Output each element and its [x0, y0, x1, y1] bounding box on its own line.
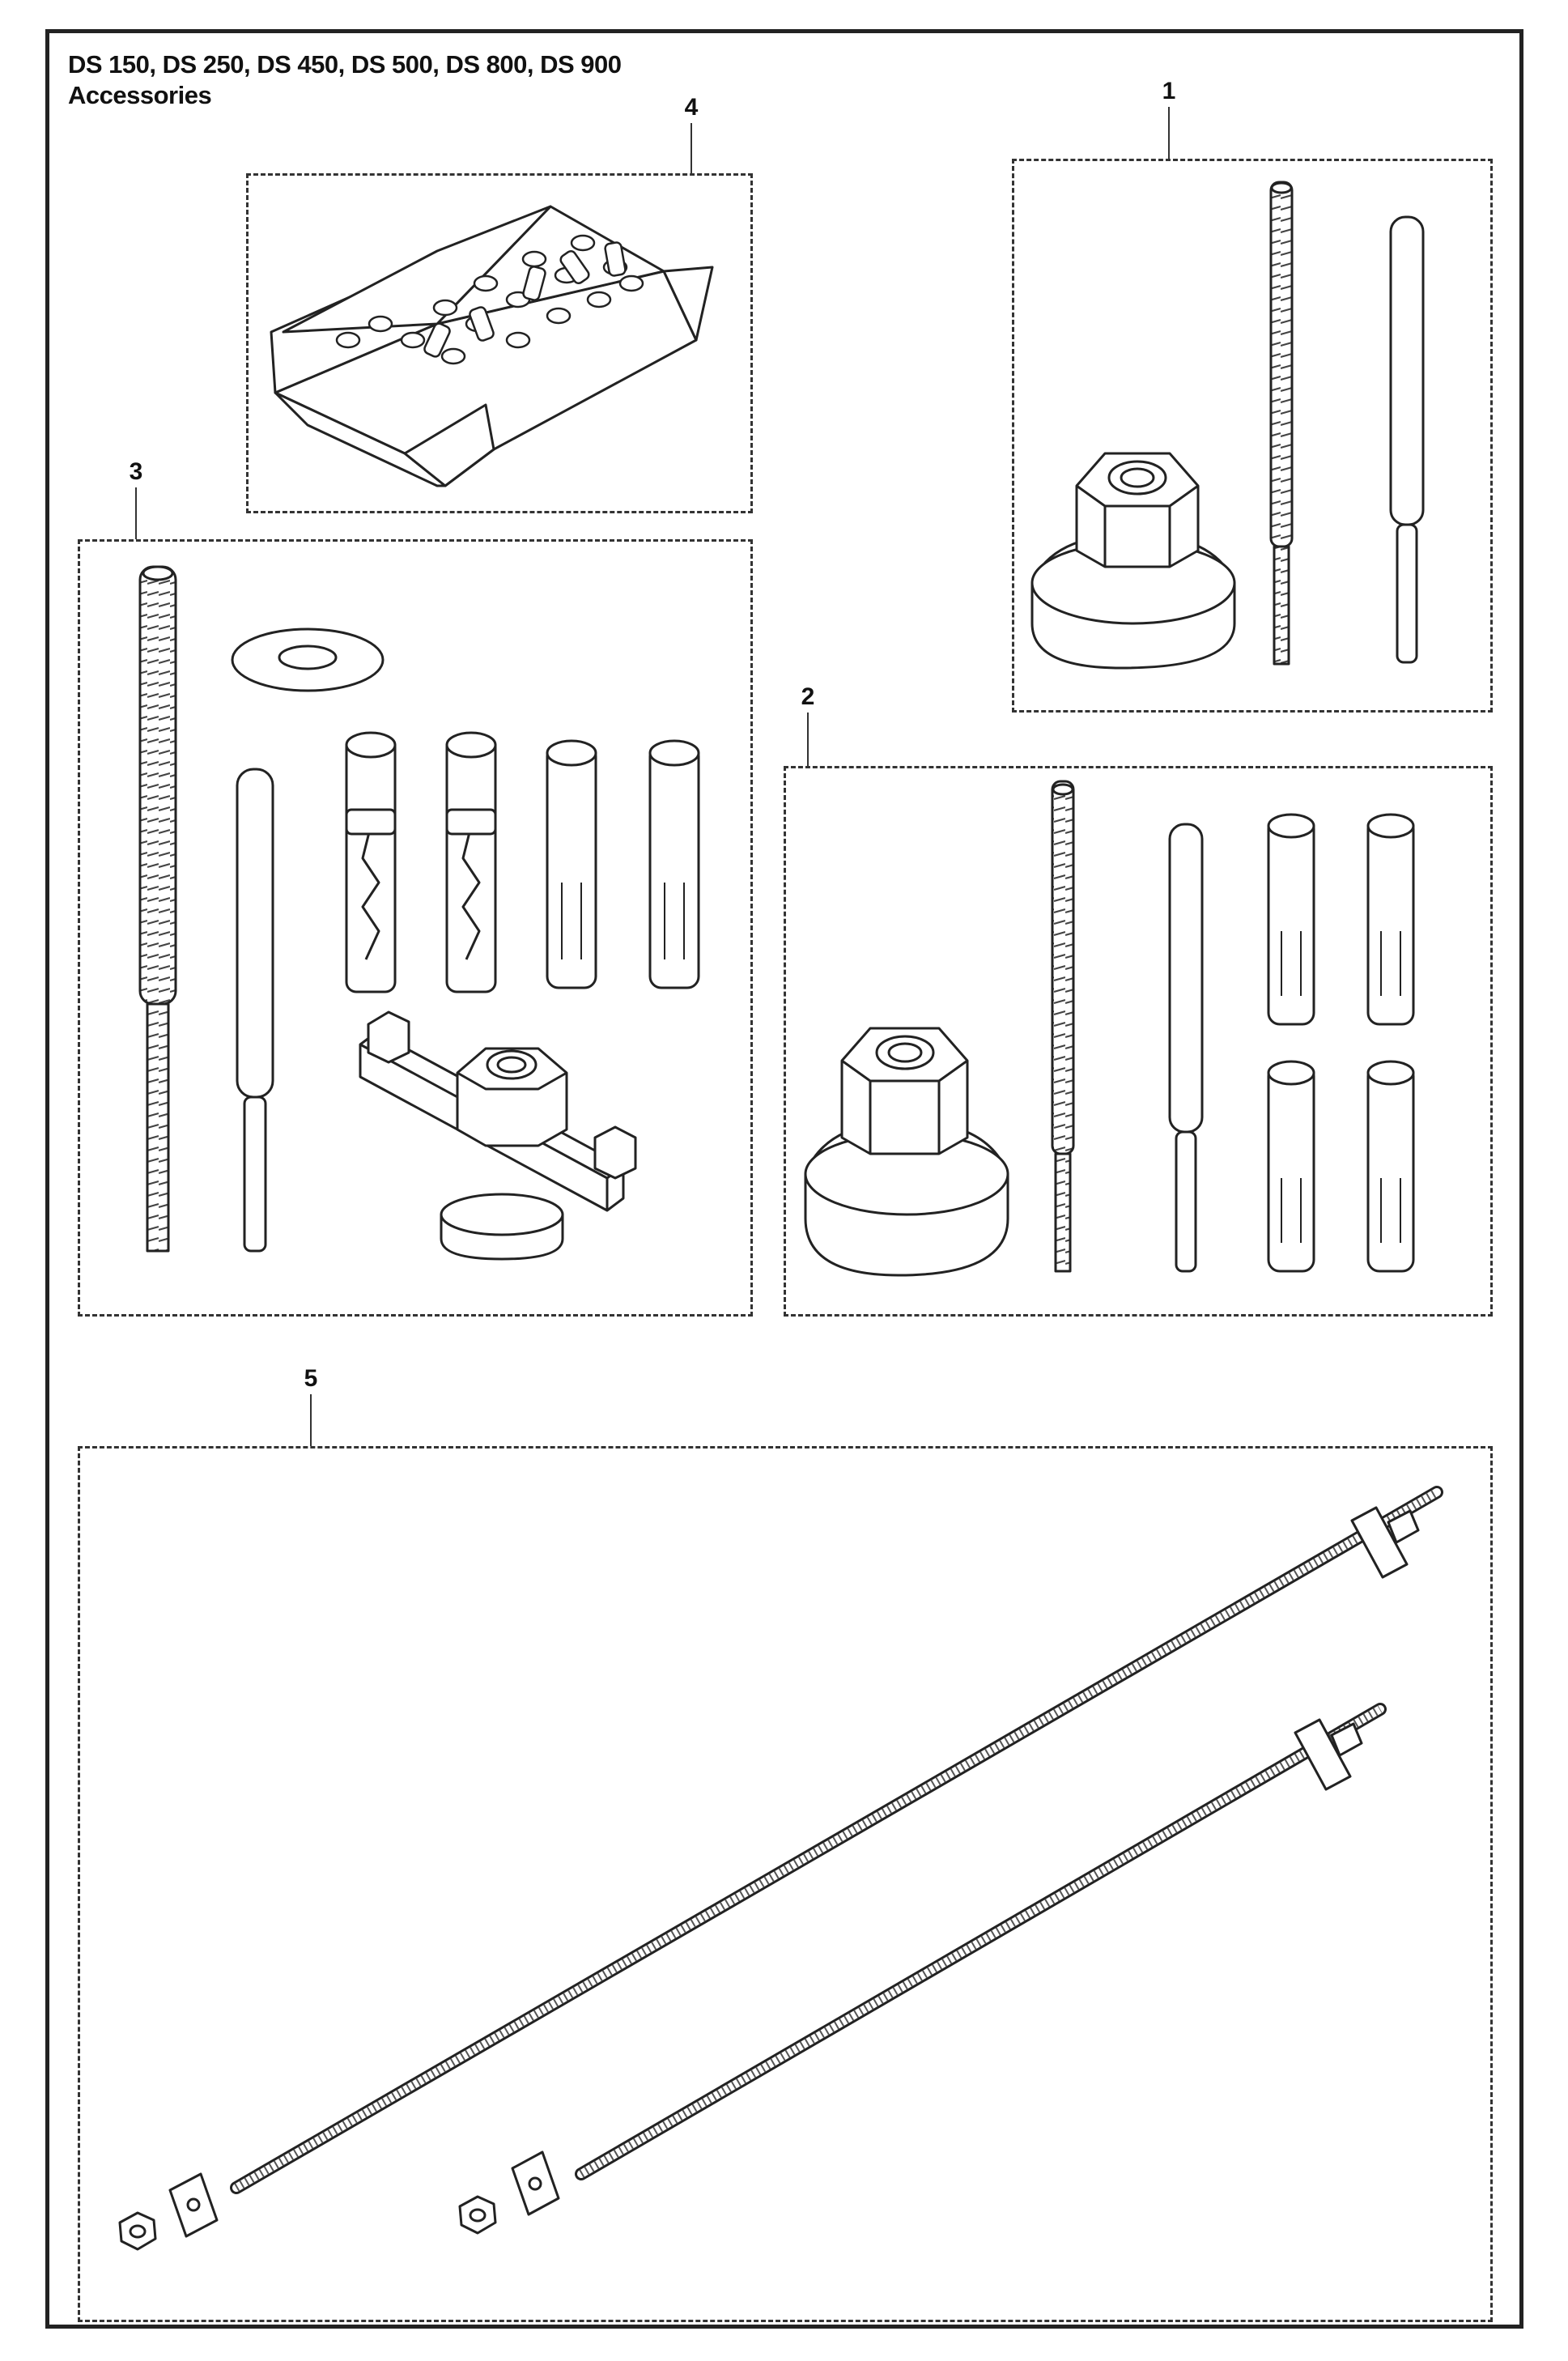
- group-2-sleeves: [1267, 813, 1415, 1273]
- group-5-washers-and-nuts: [118, 2150, 560, 2251]
- group-3-washer: [231, 627, 385, 692]
- callout-2: 2: [801, 683, 815, 710]
- callout-5: 5: [304, 1365, 318, 1392]
- group-2-box: [784, 766, 1493, 1317]
- group-3-threaded-rod: [138, 565, 177, 1253]
- group-4-box: [246, 173, 753, 513]
- box-of-plugs: [270, 205, 714, 487]
- leader-5: [310, 1394, 312, 1446]
- group-2-anchor-base: [804, 1027, 1009, 1277]
- group-1-threaded-rod: [1269, 181, 1294, 666]
- group-1-box: [1012, 159, 1493, 713]
- group-3-sleeves: [546, 739, 700, 989]
- leader-1: [1168, 107, 1170, 159]
- group-5-long-rod-1: [230, 1486, 1443, 2194]
- group-3-setting-tool: [236, 768, 274, 1253]
- callout-1: 1: [1162, 78, 1176, 104]
- diagram-frame: [45, 29, 1523, 2329]
- leader-4: [691, 123, 692, 173]
- leader-3: [135, 487, 137, 539]
- group-1-anchor-base: [1030, 452, 1236, 670]
- group-2-setting-tool: [1168, 823, 1204, 1273]
- callout-3: 3: [129, 458, 143, 485]
- group-5-long-rod-2: [575, 1703, 1387, 2180]
- group-3-box: [78, 539, 753, 1317]
- group-1-setting-tool: [1389, 215, 1425, 664]
- diagram-subtitle: Accessories: [68, 81, 212, 109]
- leader-2: [807, 713, 809, 766]
- group-3-clamp-bracket: [359, 1010, 637, 1261]
- group-5-box: [78, 1446, 1493, 2322]
- callout-4: 4: [684, 94, 699, 121]
- diagram-title: DS 150, DS 250, DS 450, DS 500, DS 800, …: [68, 50, 622, 79]
- group-2-threaded-rod: [1051, 780, 1075, 1273]
- group-3-expansion-anchors: [345, 731, 497, 993]
